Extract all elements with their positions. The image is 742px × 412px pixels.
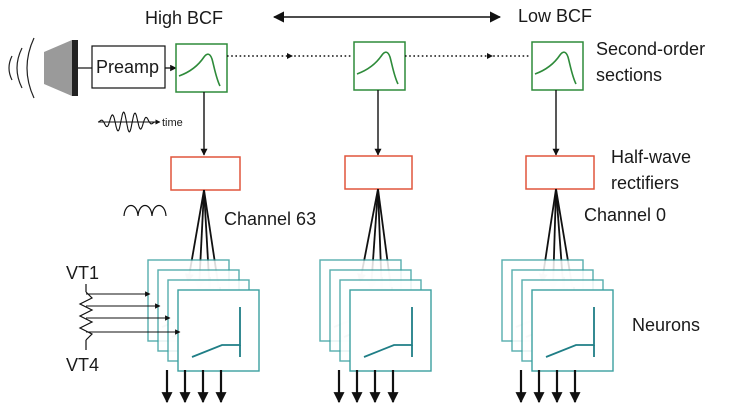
- low-bcf-label: Low BCF: [518, 6, 592, 26]
- filter-section-mid: [353, 41, 406, 91]
- time-label: time: [162, 117, 183, 129]
- preamp-label: Preamp: [96, 57, 159, 77]
- neuron-output-arrows: [161, 370, 581, 404]
- vt4-label: VT4: [66, 355, 99, 375]
- high-bcf-label: High BCF: [145, 8, 223, 28]
- channel-0-label: Channel 0: [584, 205, 666, 225]
- rectified-wave-icon: [123, 204, 167, 217]
- second-order-label-2: sections: [596, 65, 662, 85]
- rectifier-low: [525, 155, 595, 190]
- rectifier-high: [170, 156, 241, 191]
- preamp-box: [91, 45, 166, 89]
- second-order-label-1: Second-order: [596, 39, 705, 59]
- sine-wave-icon: [97, 111, 161, 133]
- neuron-stack-high: [147, 259, 260, 372]
- voltage-tap-arrows: [86, 291, 181, 335]
- filter-section-low: [531, 41, 584, 91]
- neuron-stack-low: [501, 259, 614, 372]
- neuron-stack-mid: [319, 259, 432, 372]
- speaker-icon: [44, 40, 78, 96]
- channel-63-label: Channel 63: [224, 209, 316, 229]
- vt1-label: VT1: [66, 263, 99, 283]
- filter-section-high: [175, 43, 228, 93]
- half-wave-label-2: rectifiers: [611, 173, 679, 193]
- rectifier-mid: [344, 155, 413, 190]
- neurons-label: Neurons: [632, 315, 700, 335]
- sound-waves-icon: [8, 37, 35, 99]
- half-wave-label-1: Half-wave: [611, 147, 691, 167]
